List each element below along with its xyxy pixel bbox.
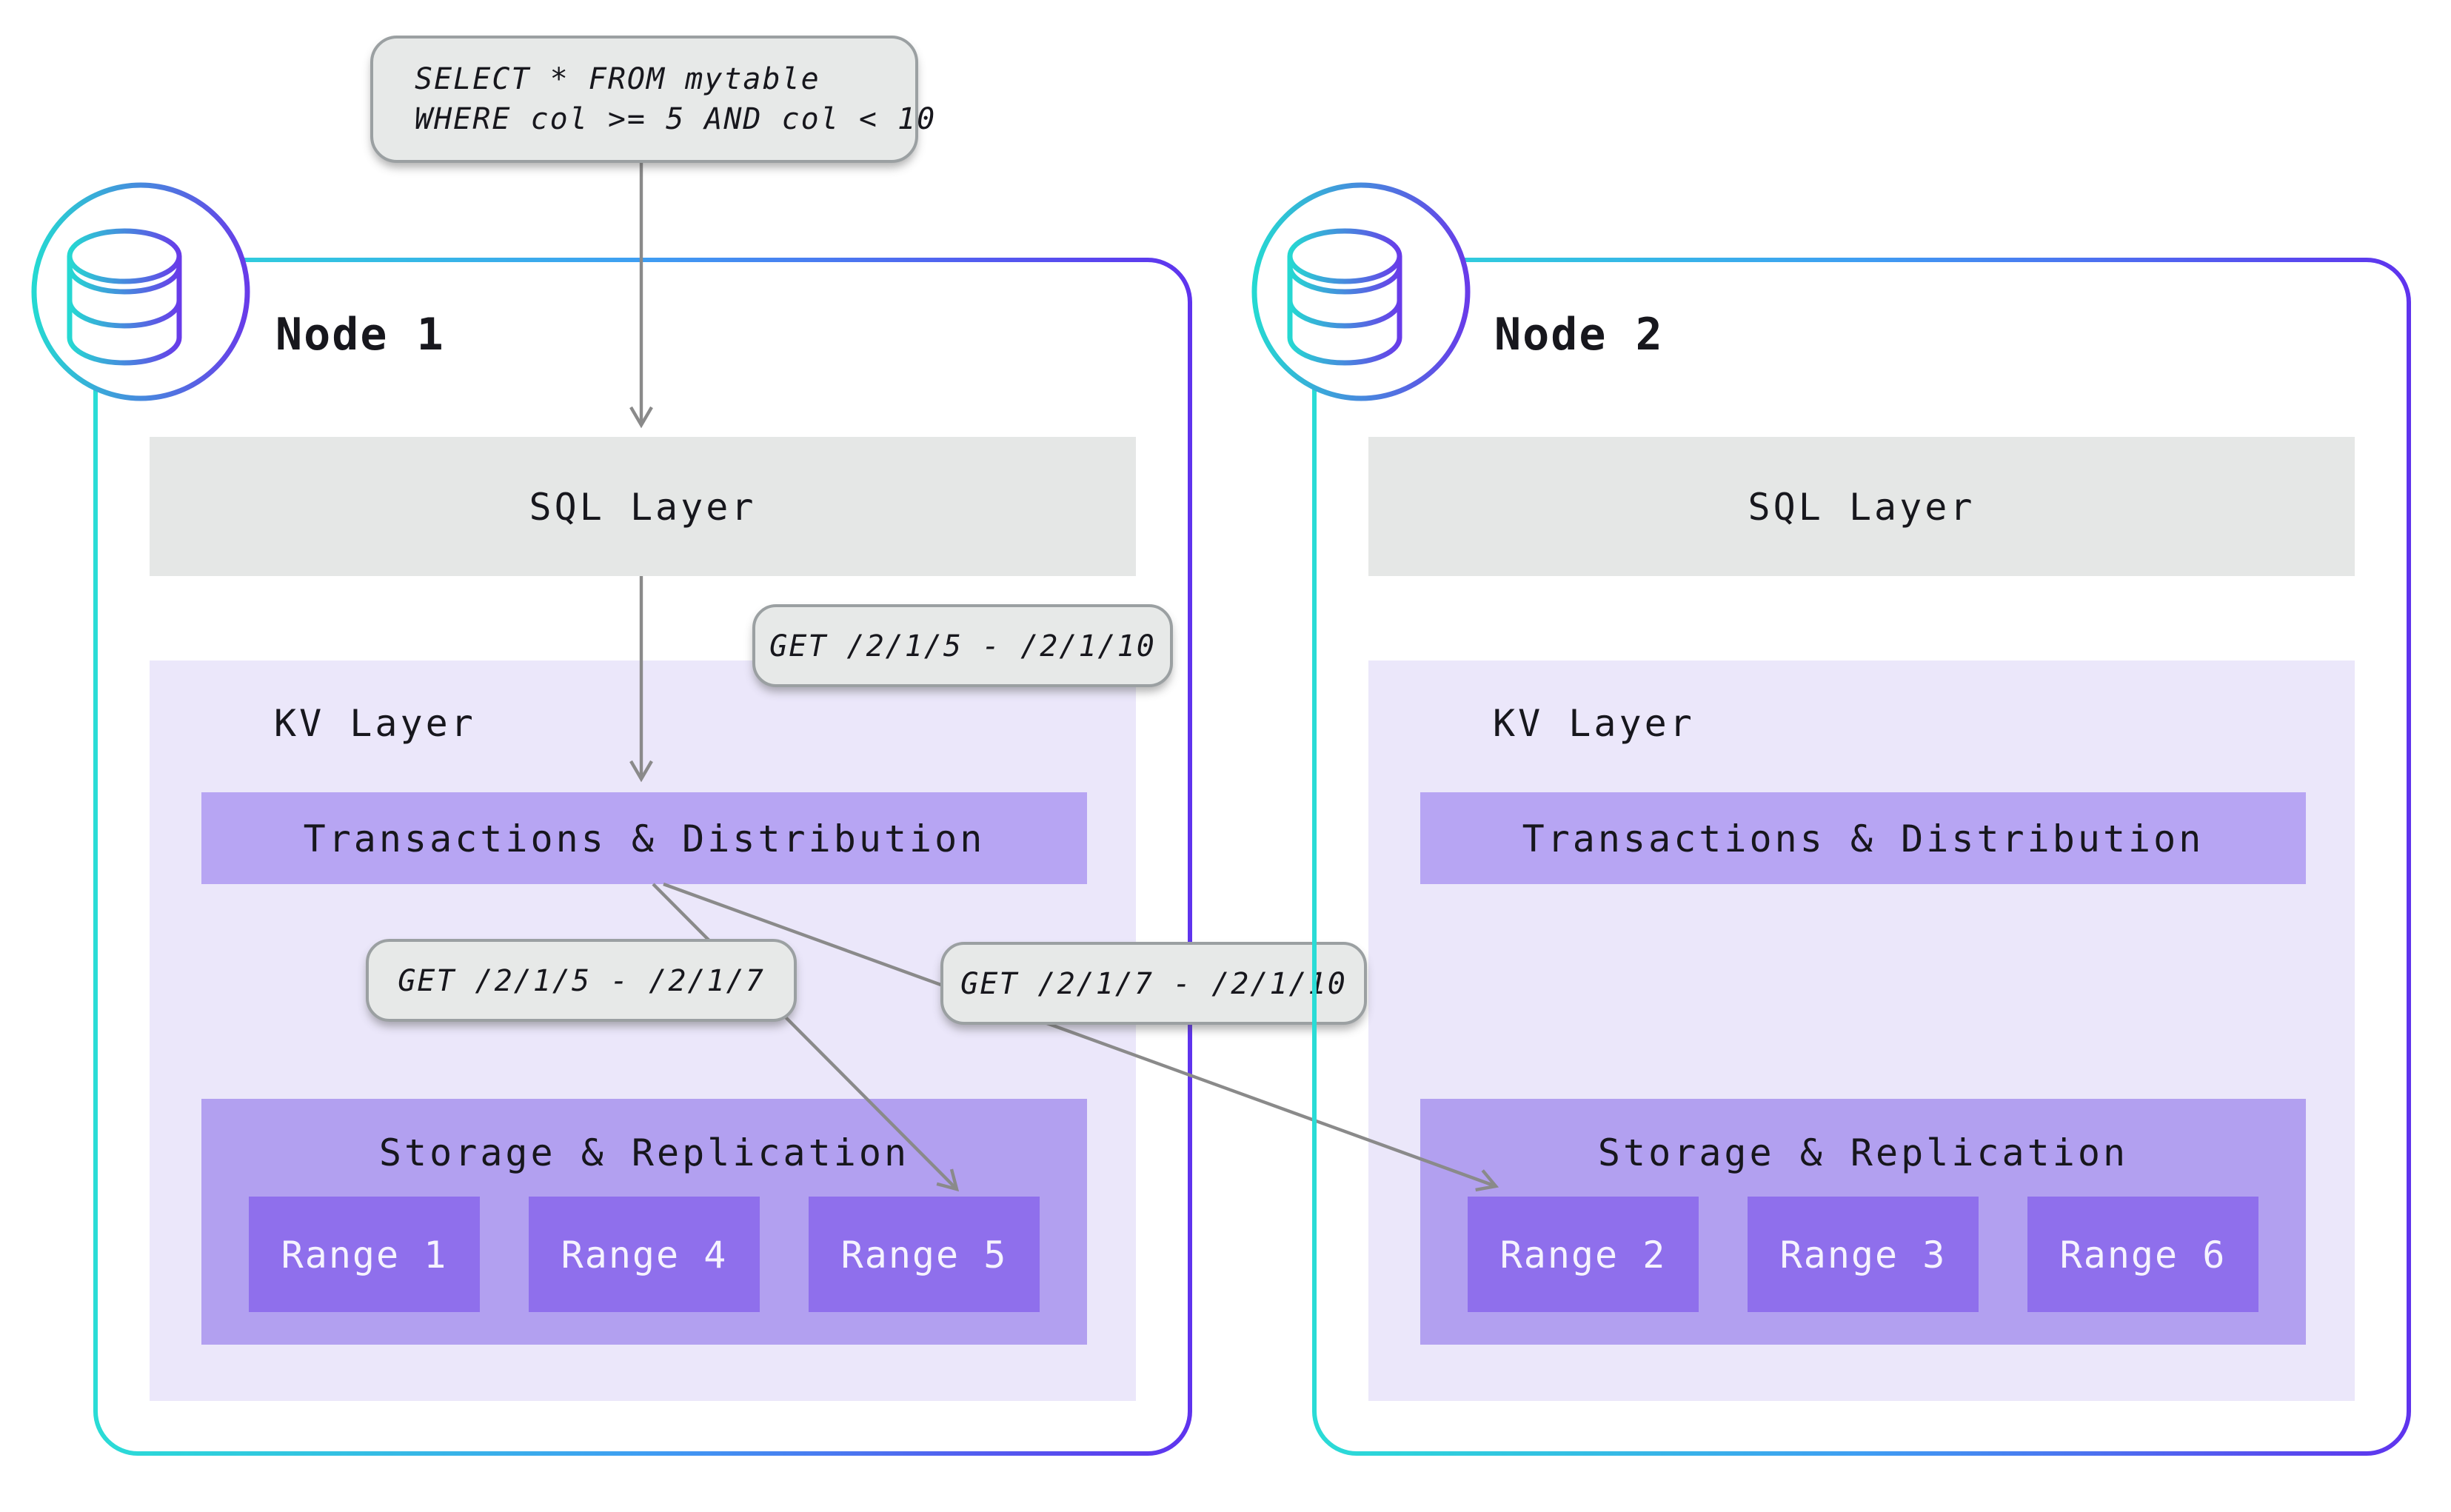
get-range-right-callout: GET /2/1/7 - /2/1/10 (940, 942, 1367, 1025)
node-1-ranges: Range 1 Range 4 Range 5 (201, 1197, 1087, 1312)
node-2-storage-replication: Storage & Replication Range 2 Range 3 Ra… (1420, 1099, 2306, 1345)
node-1-database-icon (31, 182, 250, 401)
node-2-ranges: Range 2 Range 3 Range 6 (1420, 1197, 2306, 1312)
range-2-box: Range 2 (1468, 1197, 1699, 1312)
range-1-box: Range 1 (249, 1197, 480, 1312)
node-2-database-icon (1251, 182, 1471, 401)
node-2-left-border-segment (1312, 578, 1317, 1362)
node-1-frame: Node 1 SQL Layer KV Layer Transactions &… (93, 258, 1192, 1456)
range-3-box: Range 3 (1748, 1197, 1979, 1312)
node-1-sql-layer-label: SQL Layer (529, 485, 757, 528)
sql-query-callout: SELECT * FROM mytable WHERE col >= 5 AND… (370, 36, 934, 163)
get-range-full-label: GET /2/1/5 - /2/1/10 (769, 628, 1156, 663)
node-1-storage-replication: Storage & Replication Range 1 Range 4 Ra… (201, 1099, 1087, 1345)
node-2-title: Node 2 (1494, 310, 1664, 361)
get-range-full-callout: GET /2/1/5 - /2/1/10 (752, 604, 1173, 687)
node-1-kv-layer-label: KV Layer (274, 702, 476, 745)
sql-query-line-1: SELECT * FROM mytable (415, 61, 820, 96)
node-2-body: Node 2 SQL Layer KV Layer Transactions &… (1317, 262, 2407, 1451)
get-range-left-label: GET /2/1/5 - /2/1/7 (398, 963, 765, 998)
node-2-sql-layer: SQL Layer (1368, 437, 2355, 576)
node-1-body: Node 1 SQL Layer KV Layer Transactions &… (98, 262, 1188, 1451)
node-2-sql-layer-label: SQL Layer (1748, 485, 1976, 528)
node-1-transactions-label: Transactions & Distribution (303, 817, 986, 860)
node-1-sql-layer: SQL Layer (150, 437, 1136, 576)
node-1-transactions-distribution: Transactions & Distribution (201, 792, 1087, 884)
get-range-left-callout: GET /2/1/5 - /2/1/7 (366, 939, 797, 1022)
node-2-frame: Node 2 SQL Layer KV Layer Transactions &… (1312, 258, 2411, 1456)
sql-query-line-2: WHERE col >= 5 AND col < 10 (415, 101, 937, 136)
range-4-box: Range 4 (529, 1197, 760, 1312)
node-2-transactions-distribution: Transactions & Distribution (1420, 792, 2306, 884)
node-2-kv-layer-label: KV Layer (1493, 702, 1695, 745)
node-2-storage-label: Storage & Replication (1597, 1131, 2129, 1174)
node-2-transactions-label: Transactions & Distribution (1522, 817, 2204, 860)
node-1-title: Node 1 (275, 310, 445, 361)
range-6-box: Range 6 (2027, 1197, 2258, 1312)
node-1-storage-label: Storage & Replication (378, 1131, 910, 1174)
get-range-right-label: GET /2/1/7 - /2/1/10 (960, 966, 1347, 1001)
range-5-box: Range 5 (809, 1197, 1040, 1312)
